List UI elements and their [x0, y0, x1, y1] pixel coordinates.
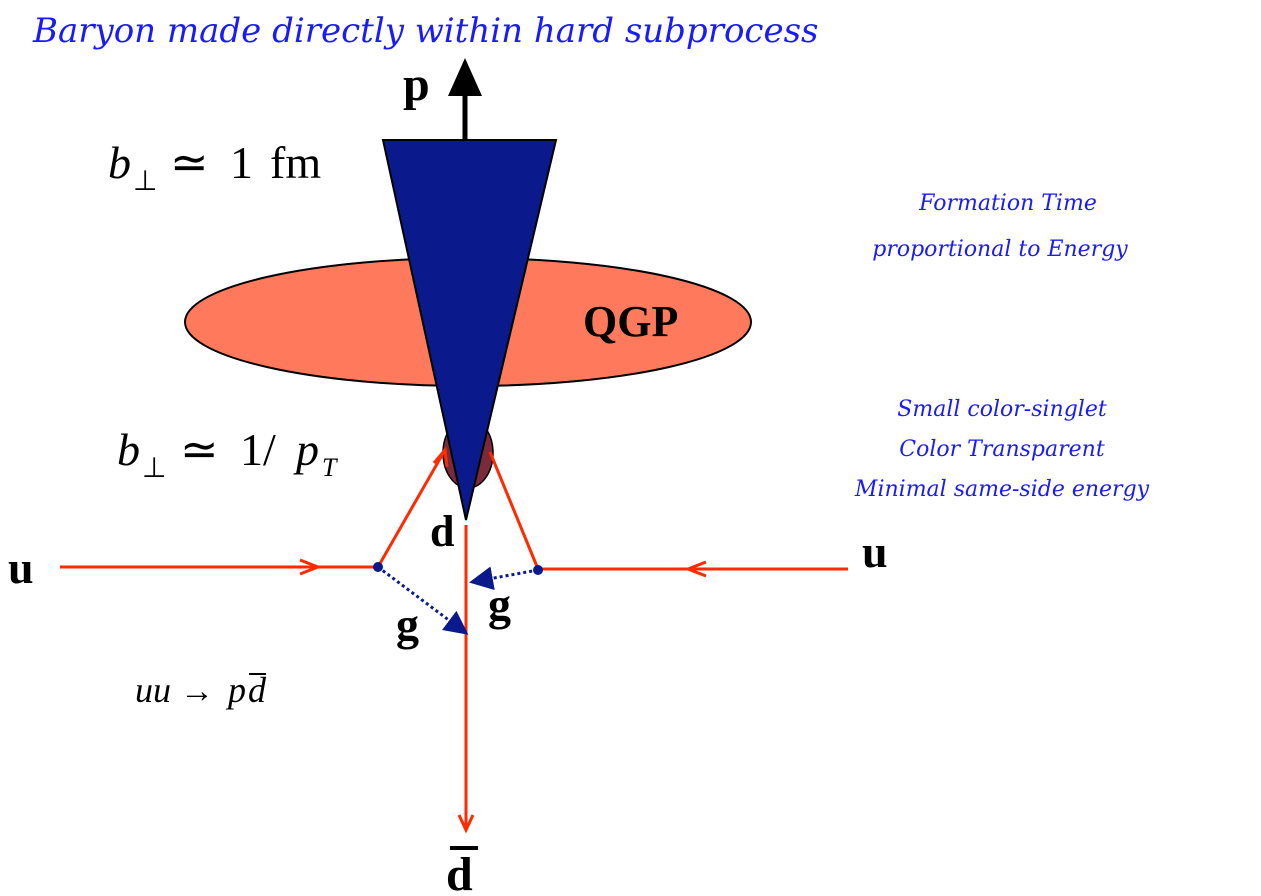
quark-right-to-blob [488, 451, 540, 570]
svg-text:b: b [108, 137, 131, 188]
gluon-left-label: g [396, 599, 419, 650]
u-right-label: u [862, 526, 888, 577]
dbar-label: d [446, 846, 478, 896]
qgp-label: QGP [583, 297, 678, 346]
baryon-cone [381, 139, 558, 521]
diagram-title: Baryon made directly within hard subproc… [32, 11, 818, 51]
proton-label: p [403, 58, 430, 111]
u-right-arrowhead [683, 560, 707, 578]
dbar-arrowhead [457, 814, 475, 834]
u-left-label: u [8, 542, 34, 593]
svg-text:1: 1 [230, 137, 253, 188]
svg-text:proportional to Energy: proportional to Energy [872, 237, 1128, 262]
process-formula: uu → p d [135, 670, 267, 710]
svg-text:d: d [248, 670, 267, 710]
svg-text:Small color-singlet: Small color-singlet [897, 397, 1107, 422]
d-quark-label: d [430, 507, 454, 556]
gluon-lines [377, 565, 539, 635]
quark-left-to-blob [376, 449, 447, 568]
proton-arrow-head [448, 58, 482, 96]
vertex-right [533, 565, 543, 575]
left-up-arrowhead [432, 446, 449, 468]
u-left-arrowhead [299, 558, 323, 576]
svg-text:p: p [293, 424, 319, 475]
gluon-left-line [377, 565, 469, 635]
singlet-note: Small color-singlet Color Transparent Mi… [854, 397, 1150, 502]
vertex-left [373, 562, 383, 572]
svg-text:→: → [180, 673, 214, 710]
svg-text:d: d [446, 848, 473, 896]
svg-text:p: p [225, 670, 246, 710]
svg-text:T: T [322, 453, 338, 482]
svg-text:≃: ≃ [170, 137, 209, 188]
b-perp-pt-formula: b ⊥ ≃ 1/ p T [117, 424, 338, 484]
quark-lines [60, 449, 848, 830]
svg-text:Color Transparent: Color Transparent [899, 437, 1105, 462]
svg-text:fm: fm [270, 137, 321, 188]
svg-text:⊥: ⊥ [142, 453, 166, 484]
svg-text:Minimal same-side energy: Minimal same-side energy [854, 477, 1150, 502]
svg-text:b: b [117, 424, 140, 475]
gluon-right-label: g [488, 579, 511, 630]
svg-text:≃: ≃ [180, 424, 219, 475]
b-perp-fm-formula: b ⊥ ≃ 1 fm [108, 137, 321, 197]
gluon-right-line [469, 566, 539, 591]
svg-text:Formation Time: Formation Time [918, 191, 1097, 216]
formation-note: Formation Time proportional to Energy [872, 191, 1128, 262]
svg-text:⊥: ⊥ [133, 166, 157, 197]
svg-text:uu: uu [135, 670, 171, 710]
svg-text:1/: 1/ [240, 424, 276, 475]
